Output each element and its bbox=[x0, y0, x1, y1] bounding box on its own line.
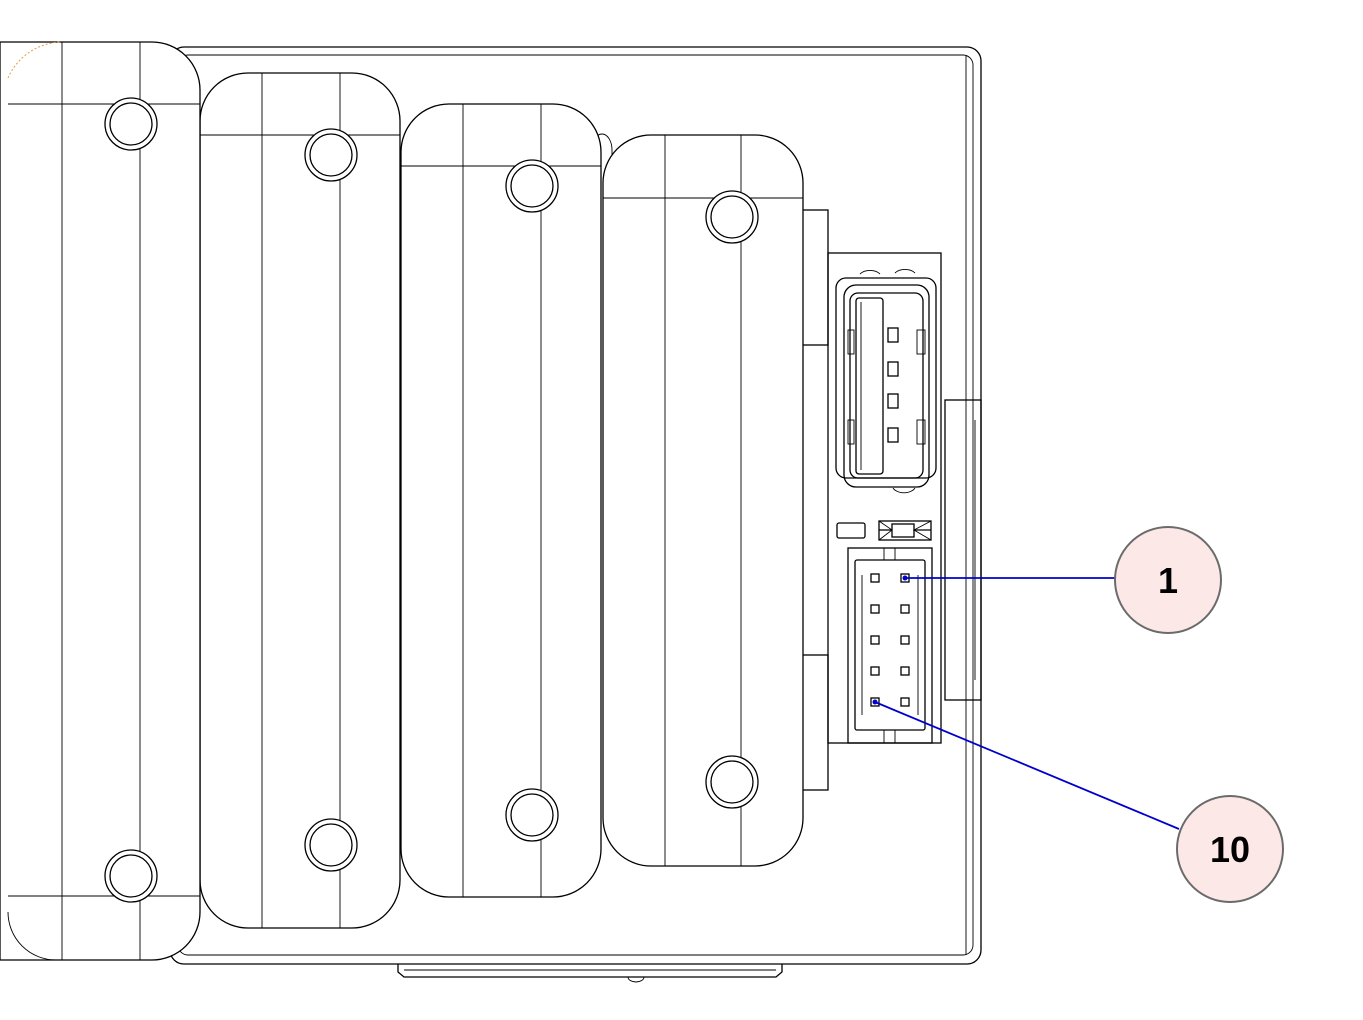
side-tab bbox=[944, 399, 982, 701]
usb-port bbox=[835, 269, 937, 494]
callout-10-circle bbox=[1176, 795, 1284, 903]
leader-dot-10 bbox=[872, 699, 878, 705]
pin-header bbox=[847, 547, 933, 744]
callout-1-label: 1 bbox=[1158, 560, 1178, 601]
callout-10: 10 bbox=[1176, 795, 1284, 903]
module-2 bbox=[199, 72, 401, 929]
callout-1-circle bbox=[1114, 526, 1222, 634]
module-1 bbox=[0, 41, 201, 961]
small-components bbox=[836, 520, 932, 541]
module-4 bbox=[591, 133, 804, 867]
callout-1: 1 bbox=[1114, 526, 1222, 634]
leader-dot-1 bbox=[902, 575, 908, 581]
module-3 bbox=[400, 103, 602, 898]
callout-10-label: 10 bbox=[1210, 829, 1250, 870]
leader-line-10 bbox=[874, 701, 1180, 830]
leader-lines bbox=[872, 575, 1180, 830]
